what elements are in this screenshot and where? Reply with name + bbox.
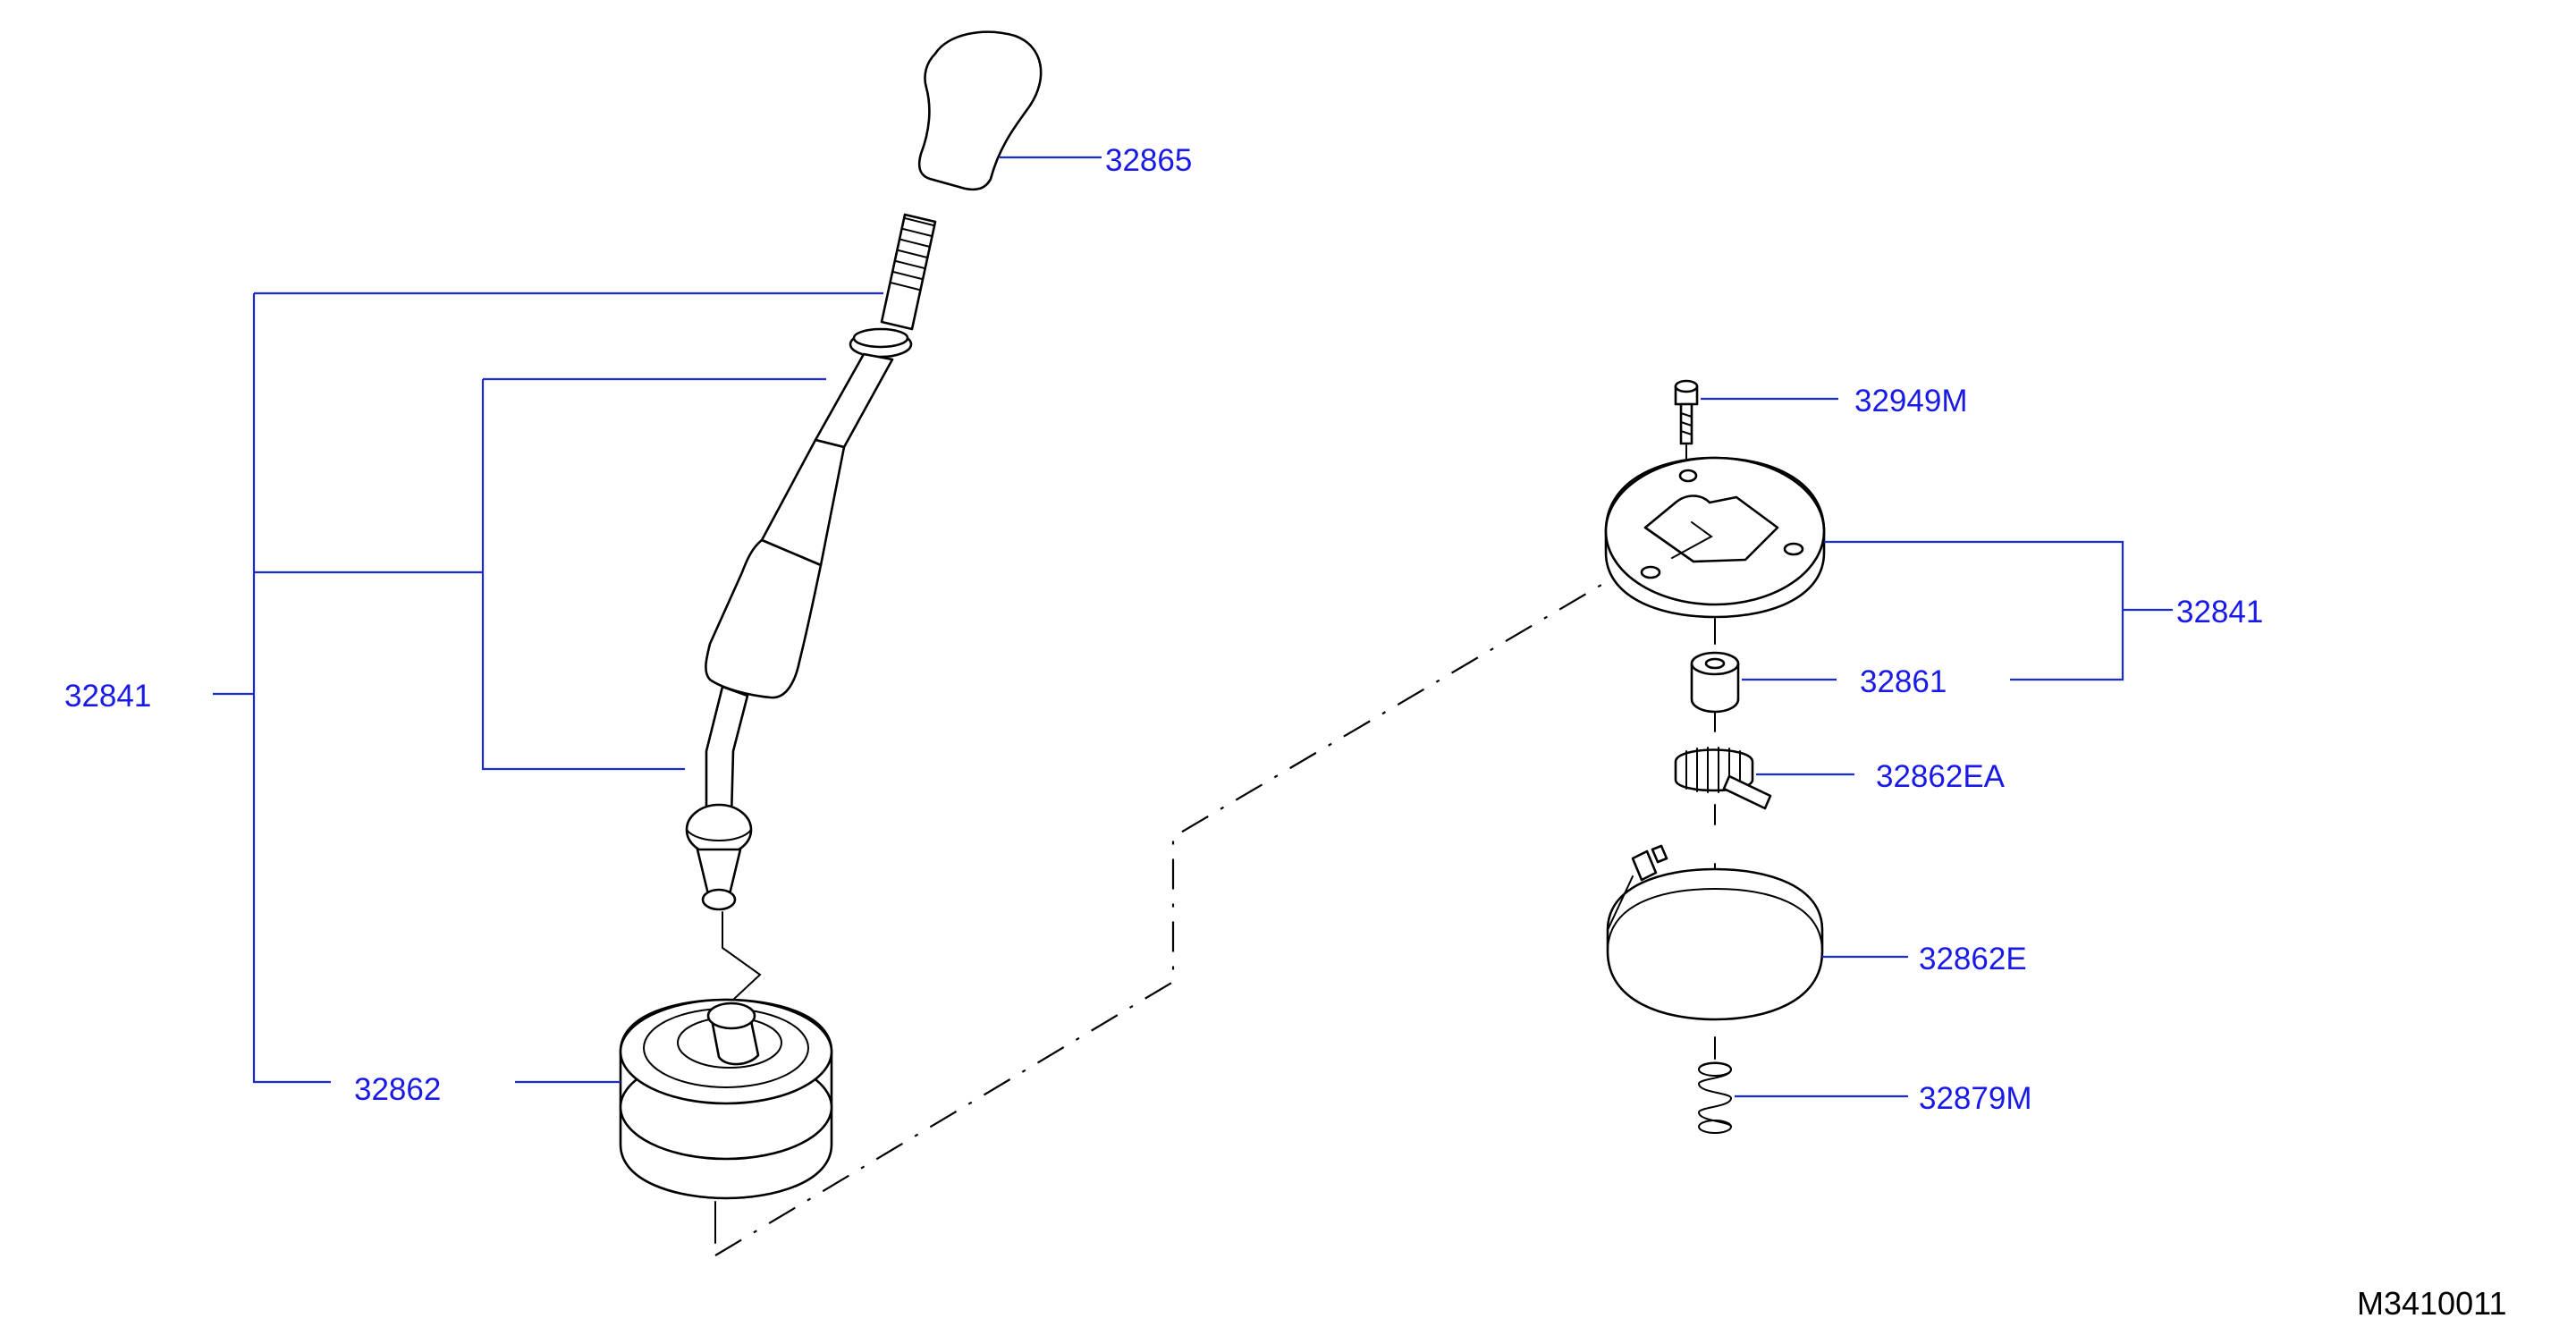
- spring-icon: [1697, 1061, 1733, 1134]
- figure-id: M3410011: [2357, 1285, 2506, 1322]
- shift-knob-icon: [917, 30, 1043, 191]
- leader-lines-left: [213, 156, 1102, 1084]
- label-32841-plate-assembly: 32841: [2176, 595, 2263, 630]
- assembly-centerline: [714, 575, 1617, 1256]
- lever-to-boot-link: [722, 911, 762, 1001]
- label-32862EA: 32862EA: [1876, 759, 2006, 794]
- label-32841-lever-assembly: 32841: [64, 679, 151, 714]
- label-32861: 32861: [1860, 664, 1947, 699]
- label-32949M: 32949M: [1854, 384, 1967, 418]
- label-32879M: 32879M: [1919, 1081, 2031, 1116]
- label-32862: 32862: [354, 1072, 441, 1107]
- clip-icon: [1674, 747, 1772, 810]
- shift-boot-icon: [619, 998, 833, 1244]
- base-plate-icon: [1604, 456, 1826, 619]
- label-32862E: 32862E: [1919, 942, 2027, 976]
- bolt-icon: [1674, 379, 1699, 469]
- label-32865: 32865: [1105, 143, 1192, 178]
- band-icon: [1606, 844, 1824, 1021]
- bushing-icon: [1690, 651, 1740, 714]
- shift-lever-icon: [685, 213, 937, 911]
- leader-lines-right: [1701, 397, 2173, 1098]
